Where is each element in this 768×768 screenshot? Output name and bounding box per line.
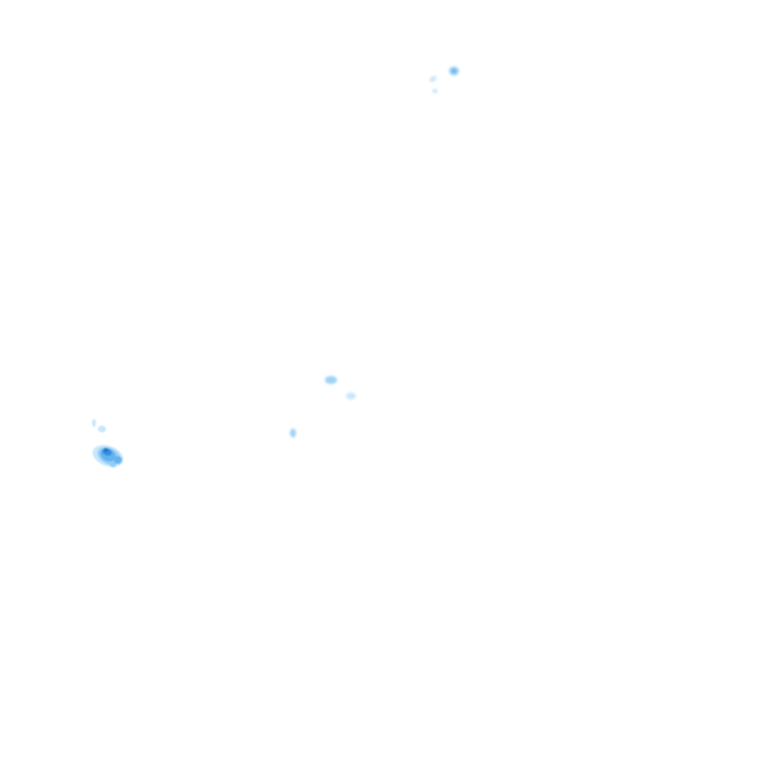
precip-cluster-north xyxy=(429,66,459,93)
precip-cell xyxy=(110,462,116,468)
precip-cell xyxy=(98,425,106,433)
precip-cell xyxy=(290,428,296,438)
precip-cluster-west xyxy=(92,419,124,468)
precip-cell xyxy=(92,419,96,427)
precip-cell xyxy=(114,456,122,464)
precip-cluster-central xyxy=(290,376,356,438)
precip-cell xyxy=(325,376,337,384)
precip-cell xyxy=(432,89,438,93)
precip-cell xyxy=(103,448,109,452)
precip-cell xyxy=(346,392,356,400)
precip-cell xyxy=(451,68,457,74)
precip-cell xyxy=(429,76,437,82)
